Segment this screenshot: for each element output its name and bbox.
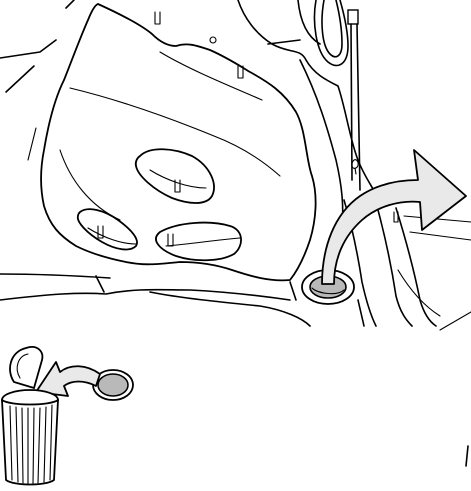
body-channel — [440, 312, 471, 330]
body-edge-line — [0, 40, 56, 58]
floor-panel-line — [96, 276, 104, 292]
body-channel — [410, 232, 471, 240]
body-pillar — [268, 40, 300, 44]
vehicle-body-panel-scene — [0, 0, 471, 330]
panel-mark — [352, 160, 358, 174]
body-edge-line — [66, 0, 74, 8]
floor-panel-line — [290, 282, 296, 300]
trash-can-icon — [2, 347, 58, 485]
floor-panel-line — [358, 300, 364, 326]
panel-mark — [210, 37, 216, 43]
body-edge-line — [28, 128, 36, 160]
body-edge-line — [6, 66, 34, 92]
stray-line — [466, 446, 468, 466]
floor-panel-line — [0, 290, 290, 300]
discard-inset — [2, 347, 468, 485]
body-channel — [378, 210, 412, 326]
floor-panel-line — [150, 292, 310, 326]
panel-mark — [155, 12, 160, 24]
floor-panel-line — [0, 274, 110, 278]
